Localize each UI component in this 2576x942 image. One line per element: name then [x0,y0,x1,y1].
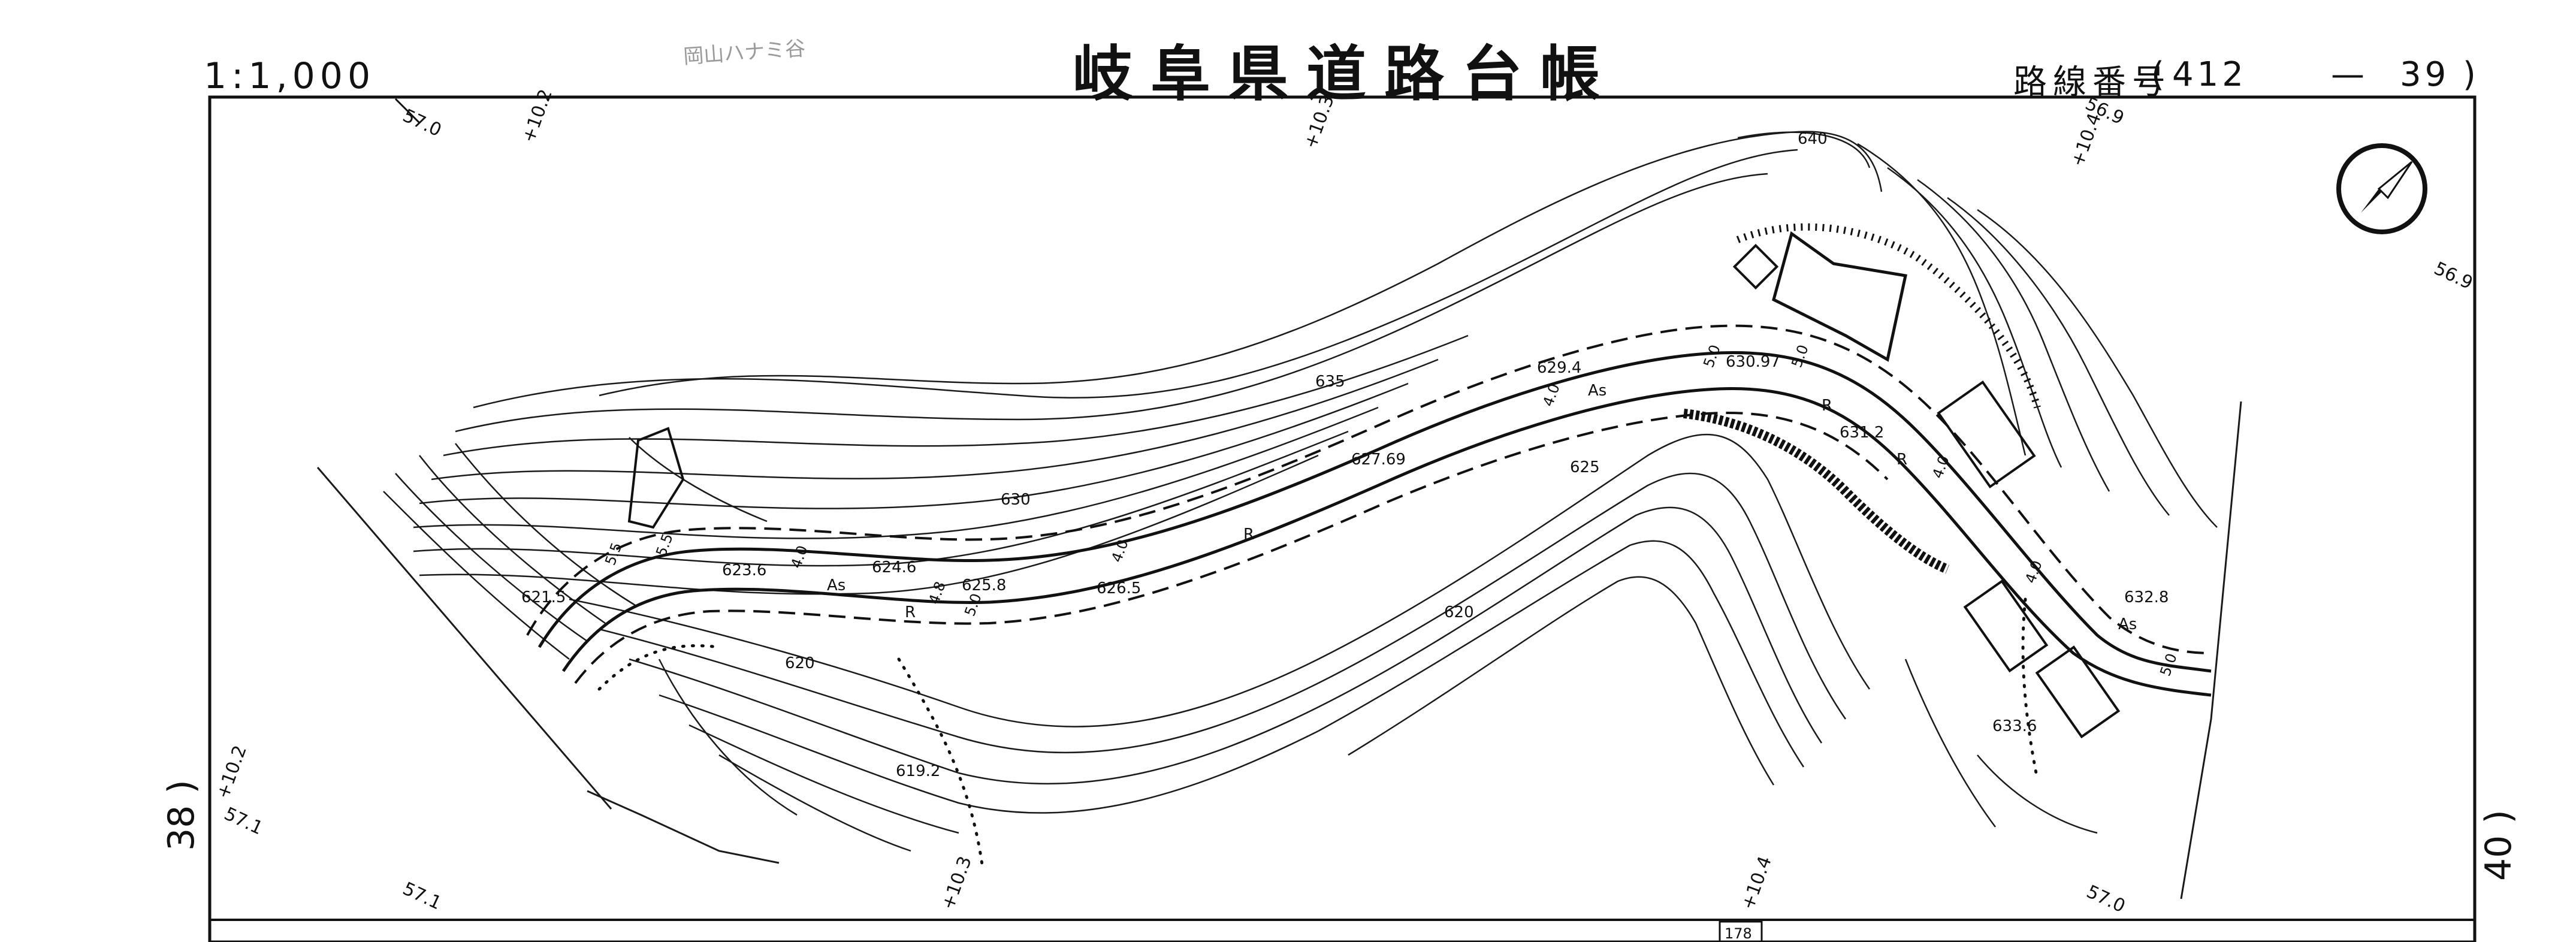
width-label: 5.0 [2157,651,2180,678]
elevation-label: 627.69 [1351,451,1406,469]
grid-label: 56.9 [2431,258,2476,294]
route-number: 412 [2172,55,2247,94]
buildings [1732,231,2121,739]
boundary-line [2180,401,2242,899]
width-label: 4.0 [1929,454,1952,481]
surface-code: As [2118,615,2137,633]
width-label: 5.0 [1788,343,1811,370]
grid-label: 57.1 [221,804,266,840]
radius-mark: R [1822,397,1832,415]
boundary-line [316,467,612,810]
grid-label: 57.0 [400,105,445,141]
route-dash: — [2331,55,2364,94]
contour-label: 630 [1001,491,1031,509]
contour-label: 625 [1570,458,1600,476]
contour-label: 635 [1315,373,1345,391]
grid-label: 57.1 [400,878,445,914]
radius-mark: R [905,603,916,621]
grid-label: 57.0 [2083,881,2128,917]
grid-label: +10.4 [1738,853,1776,912]
surface-code: As [1588,382,1606,400]
route-sub-number: 39 [2400,55,2450,94]
width-label: 5.0 [961,591,985,618]
elevation-label: 632.8 [2124,588,2169,606]
contour-lines-lower [569,433,2098,852]
width-label: 4.0 [2022,558,2045,585]
width-label: 5.5 [602,541,625,567]
contour-label: 620 [785,654,815,672]
road-alignment [526,324,2212,871]
slope-hatching [1736,223,2041,409]
elevation-label: 621.5 [521,588,566,606]
grid-label: +10.2 [518,86,557,145]
route-paren-open: ( [2151,55,2164,94]
cliff-feature [627,427,685,529]
radius-mark: R [1243,526,1254,544]
route-number-label: 路線番号 [2013,63,2172,102]
north-arrow-icon [2336,143,2427,234]
boundary-line [587,790,780,864]
grid-label: +10.3 [938,853,976,912]
bottom-box-label: 178 [1725,925,1752,942]
surface-code: As [827,576,845,594]
elevation-label: 630.97 [1726,353,1780,371]
radius-mark: R [1896,451,1907,469]
grid-label: +10.2 [213,742,251,801]
elevation-label: 631.2 [1840,424,1884,442]
contour-lines-upper [413,131,2218,595]
contour-lines-left [383,437,798,816]
elevation-label: 624.6 [872,558,916,576]
width-label: 5.0 [1700,343,1723,370]
elevation-label: 633.6 [1992,717,2037,735]
elevation-label: 623.6 [722,561,766,579]
map-frame [208,95,2477,942]
route-paren-close: ) [2463,55,2476,94]
contour-label: 620 [1444,603,1474,621]
elevation-label: 625.8 [962,576,1006,594]
grid-tick [394,98,421,124]
retaining-wall [1683,409,1950,574]
contour-label: 619.2 [896,762,940,780]
contour-label: 640 [1798,130,1828,148]
elevation-label: 626.5 [1097,579,1141,597]
map-scale: 1:1,000 [204,55,376,97]
bottom-box [1719,920,1763,942]
grid-label: +10.3 [1300,92,1339,151]
elevation-label: 629.4 [1537,359,1581,377]
